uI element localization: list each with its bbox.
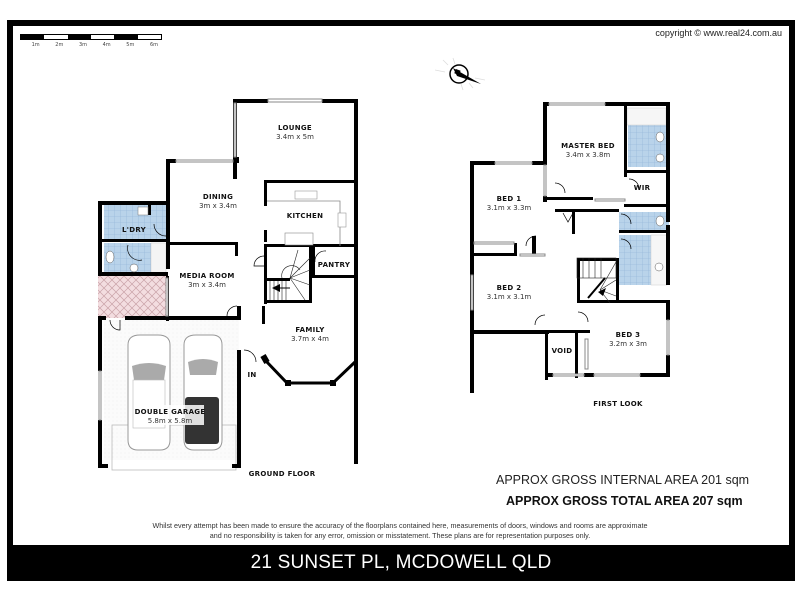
room-pantry: PANTRY — [318, 261, 350, 269]
gross-internal-area: APPROX GROSS INTERNAL AREA 201 sqm — [496, 473, 750, 487]
scale-label: 3m — [78, 42, 88, 48]
disclaimer: Whilst every attempt has been made to en… — [120, 521, 680, 541]
room-dimensions: 3.2m x 3m — [609, 340, 647, 348]
room-media-room: MEDIA ROOM 3m x 3.4m — [179, 272, 234, 289]
car-right-icon — [183, 334, 223, 451]
scale-label: 2m — [55, 42, 64, 48]
scale-label: 6m — [149, 42, 159, 48]
car-left-icon — [127, 334, 171, 451]
room-dimensions: 5.8m x 5.8m — [147, 417, 193, 425]
room-dimensions: 3m x 3.4m — [188, 281, 226, 289]
room-kitchen: KITCHEN — [287, 212, 324, 220]
room-lounge: LOUNGE 3.4m x 5m — [276, 124, 314, 141]
room-master-bed: MASTER BED 3.4m x 3.8m — [561, 142, 615, 159]
scale-bar-labels: 1m 2m 3m 4m 5m 6m — [20, 42, 162, 48]
room-name: MEDIA ROOM — [179, 272, 235, 280]
room-family: FAMILY 3.7m x 4m — [291, 326, 329, 343]
room-dining: DINING 3m x 3.4m — [199, 193, 237, 210]
room-name: KITCHEN — [286, 212, 324, 220]
room-name: DOUBLE GARAGE — [134, 408, 206, 416]
svg-text:N: N — [453, 68, 463, 76]
entry-label: IN — [247, 371, 257, 379]
scale-label: 4m — [102, 42, 111, 48]
room-name: DINING — [202, 193, 234, 201]
address-banner: 21 SUNSET PL, MCDOWELL QLD — [7, 545, 795, 581]
disclaimer-line-2: and no responsibility is taken for any e… — [209, 531, 591, 540]
room-name: LOUNGE — [277, 124, 313, 132]
room-dimensions: 3.4m x 5m — [276, 133, 314, 141]
room-void: VOID — [552, 347, 573, 355]
room-name: BED 3 — [615, 331, 641, 339]
gross-total-area: APPROX GROSS TOTAL AREA 207 sqm — [506, 494, 743, 508]
compass-icon: N — [435, 57, 485, 91]
ground-floor-title: GROUND FLOOR — [248, 470, 316, 478]
copyright-text: copyright © www.real24.com.au — [655, 28, 782, 38]
room-bed-2: BED 2 3.1m x 3.1m — [487, 284, 532, 301]
room-dimensions: 3.1m x 3.3m — [486, 204, 532, 212]
room-dimensions: 3.7m x 4m — [291, 335, 329, 343]
room-bed-3: BED 3 3.2m x 3m — [609, 331, 647, 348]
room-name: L'DRY — [122, 226, 146, 234]
scale-label: 1m — [31, 42, 40, 48]
room-name: FAMILY — [295, 326, 325, 334]
room-dimensions: 3m x 3.4m — [199, 202, 237, 210]
first-floor-plan — [470, 102, 670, 393]
disclaimer-line-1: Whilst every attempt has been made to en… — [152, 521, 648, 530]
room-name: MASTER BED — [561, 142, 615, 150]
ground-floor-plan — [98, 98, 358, 471]
room-name: BED 2 — [496, 284, 522, 292]
scale-bar — [20, 34, 162, 40]
room-name: WIR — [633, 184, 651, 192]
scale-label: 5m — [126, 42, 135, 48]
room-double-garage: DOUBLE GARAGE 5.8m x 5.8m — [135, 408, 206, 425]
room-name: BED 1 — [496, 195, 522, 203]
room-wir: WIR — [634, 184, 651, 192]
first-floor-title: FIRST LOOK — [593, 400, 643, 408]
room-name: VOID — [551, 347, 573, 355]
room-name: PANTRY — [317, 261, 351, 269]
room-bed-1: BED 1 3.1m x 3.3m — [487, 195, 532, 212]
room-dimensions: 3.1m x 3.1m — [486, 293, 532, 301]
room-dimensions: 3.4m x 3.8m — [565, 151, 611, 159]
room-laundry: L'DRY — [122, 226, 146, 234]
